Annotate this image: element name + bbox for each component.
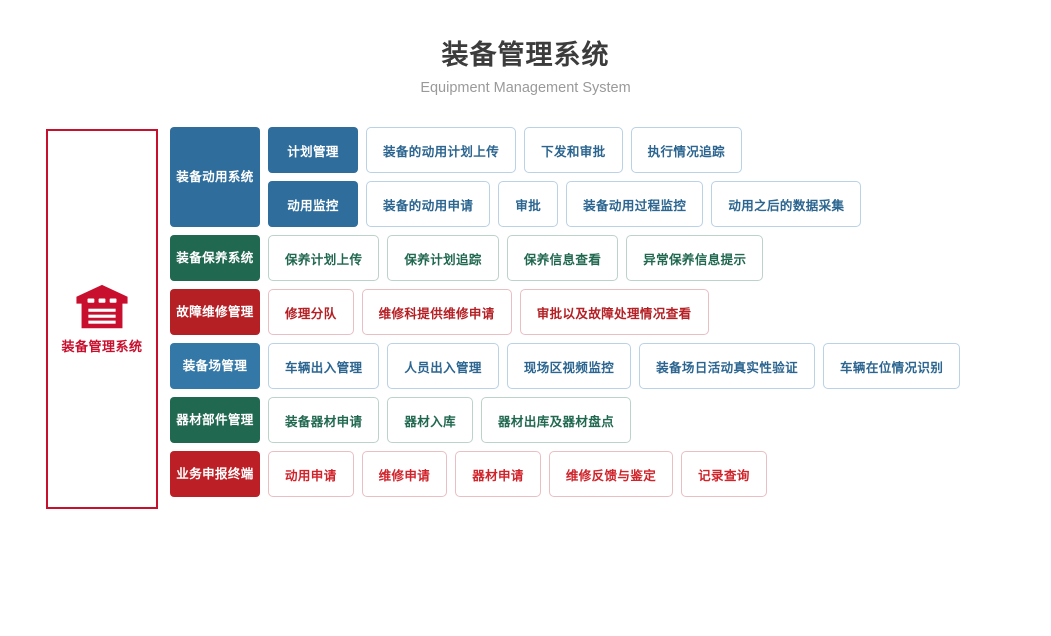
module-band: 装备场管理车辆出入管理人员出入管理现场区视频监控装备场日活动真实性验证车辆在位情… <box>170 343 1030 389</box>
module-matrix: 装备动用系统计划管理装备的动用计划上传下发和审批执行情况追踪动用监控装备的动用申… <box>170 127 1030 505</box>
page-header: 装备管理系统 Equipment Management System <box>0 38 1051 97</box>
module-row: 车辆出入管理人员出入管理现场区视频监控装备场日活动真实性验证车辆在位情况识别 <box>268 343 1030 389</box>
module-item[interactable]: 器材出库及器材盘点 <box>481 397 632 443</box>
module-item[interactable]: 维修申请 <box>361 451 448 497</box>
category-button[interactable]: 装备保养系统 <box>170 235 260 281</box>
system-identity-panel: 装备管理系统 <box>46 129 158 509</box>
module-row: 装备器材申请器材入库器材出库及器材盘点 <box>268 397 1030 443</box>
module-item[interactable]: 审批 <box>498 181 559 227</box>
module-row: 计划管理装备的动用计划上传下发和审批执行情况追踪 <box>268 127 1030 173</box>
module-item[interactable]: 器材入库 <box>387 397 474 443</box>
module-item[interactable]: 动用申请 <box>268 451 354 497</box>
band-rows: 车辆出入管理人员出入管理现场区视频监控装备场日活动真实性验证车辆在位情况识别 <box>268 343 1030 389</box>
module-item[interactable]: 保养信息查看 <box>506 235 619 281</box>
module-item[interactable]: 维修反馈与鉴定 <box>548 451 674 497</box>
module-item[interactable]: 车辆在位情况识别 <box>823 343 961 389</box>
module-item[interactable]: 维修科提供维修申请 <box>361 289 512 335</box>
module-item[interactable]: 保养计划上传 <box>268 235 380 281</box>
category-button[interactable]: 装备场管理 <box>170 343 260 389</box>
warehouse-icon <box>76 284 128 328</box>
module-item[interactable]: 审批以及故障处理情况查看 <box>519 289 709 335</box>
module-item[interactable]: 装备动用过程监控 <box>566 181 704 227</box>
module-item[interactable]: 记录查询 <box>681 451 767 497</box>
module-row: 动用申请维修申请器材申请维修反馈与鉴定记录查询 <box>268 451 1030 497</box>
module-item[interactable]: 动用之后的数据采集 <box>711 181 862 227</box>
module-item[interactable]: 现场区视频监控 <box>506 343 632 389</box>
band-rows: 保养计划上传保养计划追踪保养信息查看异常保养信息提示 <box>268 235 1030 281</box>
module-row: 修理分队维修科提供维修申请审批以及故障处理情况查看 <box>268 289 1030 335</box>
category-button[interactable]: 装备动用系统 <box>170 127 260 227</box>
band-rows: 动用申请维修申请器材申请维修反馈与鉴定记录查询 <box>268 451 1030 497</box>
system-identity-label: 装备管理系统 <box>61 338 143 354</box>
module-item[interactable]: 下发和审批 <box>524 127 623 173</box>
module-item[interactable]: 装备器材申请 <box>268 397 380 443</box>
module-item[interactable]: 装备场日活动真实性验证 <box>639 343 816 389</box>
module-band: 器材部件管理装备器材申请器材入库器材出库及器材盘点 <box>170 397 1030 443</box>
module-band: 业务申报终端动用申请维修申请器材申请维修反馈与鉴定记录查询 <box>170 451 1030 497</box>
module-item[interactable]: 异常保养信息提示 <box>626 235 764 281</box>
module-item[interactable]: 保养计划追踪 <box>387 235 499 281</box>
subcategory-button[interactable]: 动用监控 <box>268 181 358 227</box>
page-title: 装备管理系统 <box>441 40 610 70</box>
category-button[interactable]: 器材部件管理 <box>170 397 260 443</box>
band-rows: 装备器材申请器材入库器材出库及器材盘点 <box>268 397 1030 443</box>
subcategory-button[interactable]: 计划管理 <box>268 127 358 173</box>
module-item[interactable]: 装备的动用计划上传 <box>366 127 517 173</box>
module-band: 装备保养系统保养计划上传保养计划追踪保养信息查看异常保养信息提示 <box>170 235 1030 281</box>
band-rows: 计划管理装备的动用计划上传下发和审批执行情况追踪动用监控装备的动用申请审批装备动… <box>268 127 1030 227</box>
module-item[interactable]: 人员出入管理 <box>387 343 499 389</box>
module-item[interactable]: 车辆出入管理 <box>268 343 380 389</box>
page-subtitle: Equipment Management System <box>420 80 631 96</box>
module-item[interactable]: 装备的动用申请 <box>366 181 491 227</box>
module-band: 故障维修管理修理分队维修科提供维修申请审批以及故障处理情况查看 <box>170 289 1030 335</box>
category-button[interactable]: 故障维修管理 <box>170 289 260 335</box>
band-rows: 修理分队维修科提供维修申请审批以及故障处理情况查看 <box>268 289 1030 335</box>
module-item[interactable]: 器材申请 <box>455 451 541 497</box>
category-button[interactable]: 业务申报终端 <box>170 451 260 497</box>
module-band: 装备动用系统计划管理装备的动用计划上传下发和审批执行情况追踪动用监控装备的动用申… <box>170 127 1030 227</box>
module-row: 动用监控装备的动用申请审批装备动用过程监控动用之后的数据采集 <box>268 181 1030 227</box>
module-item[interactable]: 修理分队 <box>268 289 354 335</box>
module-row: 保养计划上传保养计划追踪保养信息查看异常保养信息提示 <box>268 235 1030 281</box>
module-item[interactable]: 执行情况追踪 <box>630 127 743 173</box>
